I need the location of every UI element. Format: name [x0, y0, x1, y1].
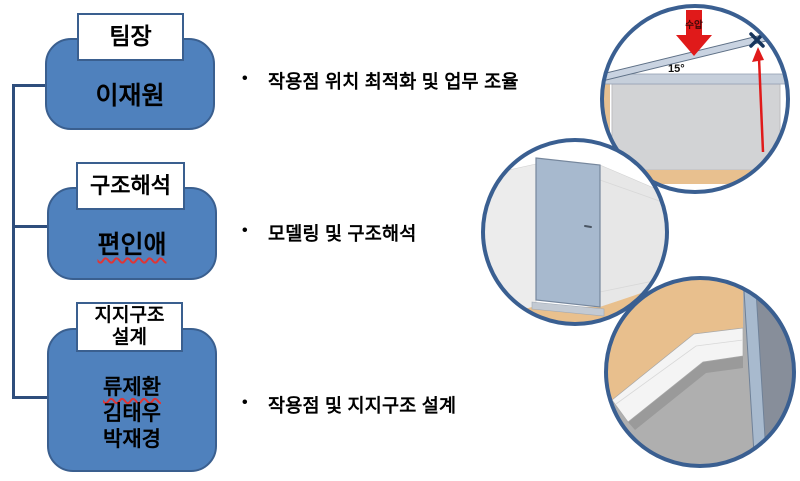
bullet-item-3: • 작용점 및 지지구조 설계 [242, 392, 456, 418]
bullet-item-1: • 작용점 위치 최적화 및 업무 조율 [242, 68, 519, 94]
bullet-icon: • [242, 394, 248, 411]
member-name: 이재원 [95, 82, 165, 111]
bullet-text-2: 모델링 및 구조해석 [268, 223, 417, 244]
bullet-text-3: 작용점 및 지지구조 설계 [268, 395, 457, 416]
connector-vertical-line [12, 84, 15, 399]
door-threshold [531, 301, 605, 317]
up-arrow-shaft [757, 57, 765, 153]
panel-edge-strip [742, 278, 768, 466]
angle-label: 15° [668, 63, 685, 75]
base-support-wedge [611, 327, 744, 423]
org-node-support-design: 류제환 김태우 박재경 [47, 328, 217, 472]
floor-tan [606, 278, 743, 410]
force-down-arrow-icon [676, 10, 712, 56]
door-handle-icon [584, 225, 592, 228]
connector-stub-top [12, 84, 47, 87]
circle-border [604, 276, 796, 468]
member-name: 김태우 [103, 401, 161, 425]
role-label-support-design: 지지구조 설계 [76, 302, 183, 352]
door-panel-detail-illustration [481, 138, 669, 326]
wall-seam-line [599, 179, 667, 205]
up-arrow-head-icon [752, 47, 764, 62]
bullet-text-1: 작용점 위치 최적화 및 업무 조율 [268, 71, 519, 92]
role-label-structural-analysis: 구조해석 [76, 162, 185, 210]
wedge-fold-line [615, 339, 744, 405]
door-panel [535, 157, 601, 308]
support-shadow [628, 356, 743, 430]
role-label-team-leader: 팀장 [77, 13, 184, 61]
member-name: 류제환 [103, 375, 161, 399]
top-rail [602, 73, 788, 85]
member-name: 박재경 [103, 428, 161, 452]
connector-stub-middle [12, 225, 49, 228]
circle-border [600, 4, 790, 194]
bullet-icon: • [242, 222, 248, 239]
circle-border [481, 138, 669, 326]
wall-panel [611, 83, 781, 171]
member-name: 편인애 [97, 230, 167, 259]
force-label: 수압 [685, 19, 703, 31]
base-support-detail-illustration [604, 276, 796, 468]
bullet-item-2: • 모델링 및 구조해석 [242, 220, 416, 246]
bullet-icon: • [242, 70, 248, 87]
connector-stub-bottom [12, 396, 49, 399]
